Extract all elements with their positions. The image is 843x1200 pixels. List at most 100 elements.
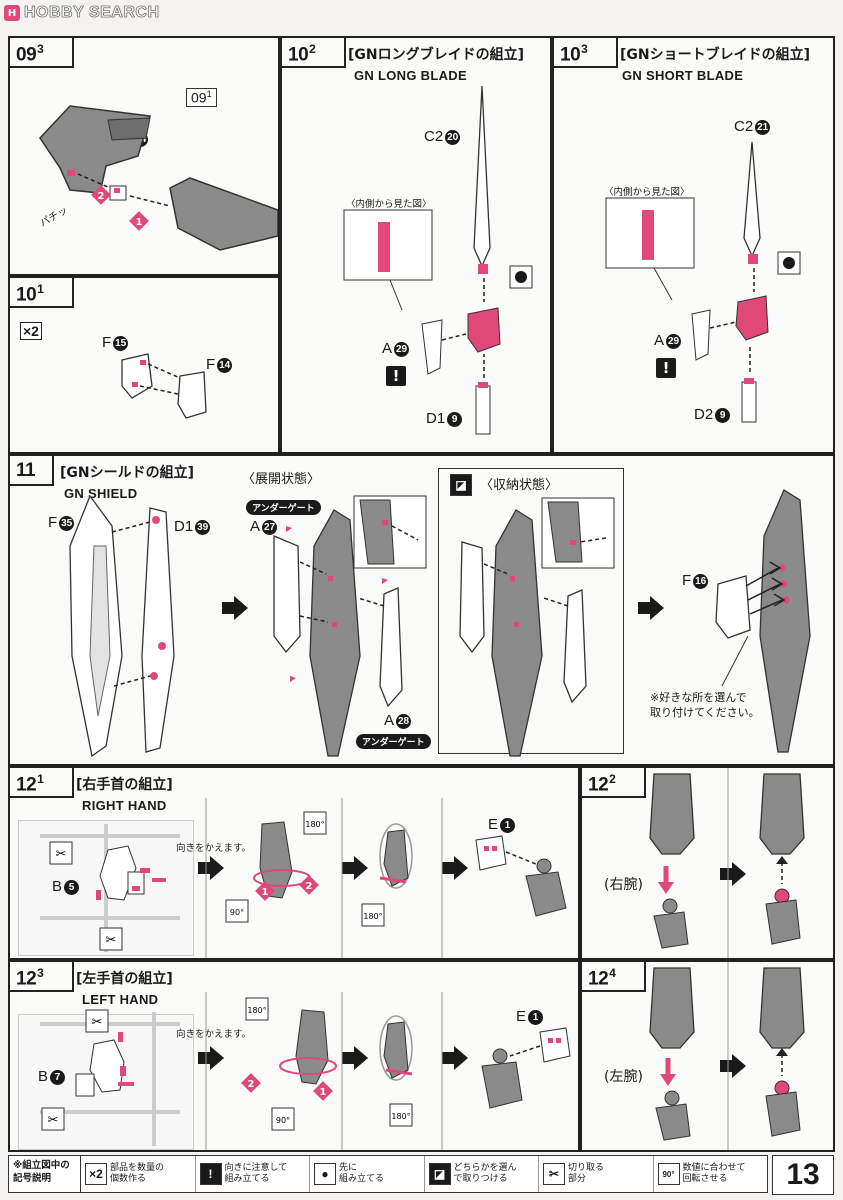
quantity-x2-icon: ×2 (85, 1163, 107, 1185)
svg-text:✂: ✂ (106, 933, 117, 948)
left-hand-drawing: ✂ ✂ 180° 90° 2 1 180° (40, 992, 571, 1150)
step-title-en: LEFT HAND (82, 992, 159, 1007)
next-arrow-icon (198, 856, 224, 880)
next-arrow-icon (222, 596, 248, 620)
undergate-tag: アンダーゲート (356, 734, 431, 749)
left-arm-label: (左腕) (604, 1069, 643, 1085)
svg-text:180°: 180° (391, 1112, 410, 1121)
right-arm-attach-drawing (649, 768, 805, 958)
rotate-180-icon: 180° (305, 820, 324, 829)
reference-box: 091 (186, 88, 217, 107)
left-arm-attach-drawing (649, 962, 805, 1150)
legend-item-text: どちらかを選ん で取りつける (453, 1163, 517, 1184)
step-number: 123 (16, 966, 44, 990)
step-title-jp: [右手首の組立] (76, 777, 173, 793)
joint-parts-drawing (121, 353, 207, 419)
rotate-90-icon: 90° (230, 908, 244, 917)
long-blade-drawing (343, 85, 533, 435)
undergate-tag: アンダーゲート (246, 500, 321, 515)
svg-text:1: 1 (262, 887, 269, 898)
step-09-3-panel: 093 091 F34 パチッ 2 1 (8, 36, 280, 276)
svg-text:✂: ✂ (92, 1015, 103, 1030)
step-title-en: GN LONG BLADE (354, 68, 467, 83)
svg-text:2: 2 (306, 881, 313, 892)
step-number: 093 (16, 42, 44, 66)
svg-text:2: 2 (248, 1079, 255, 1090)
inside-view-note: 〈内側から見た図〉 (346, 199, 432, 210)
turn-note: 向きをかえます。 (176, 843, 252, 854)
next-arrow-icon (198, 1046, 224, 1070)
legend-item-rotate: 90° 数値に合わせて 回転させる (654, 1156, 768, 1192)
step-title-en: GN SHIELD (64, 486, 138, 501)
caution-icon: ! (386, 366, 406, 386)
legend-item-cut: ✂ 切り取る 部分 (539, 1156, 654, 1192)
next-arrow-icon (342, 856, 368, 880)
step-number: 11 (16, 460, 36, 481)
legend-item-text: 部品を数量の 個数作る (110, 1163, 165, 1184)
svg-text:180°: 180° (363, 912, 382, 921)
step-number: 103 (560, 42, 588, 66)
short-blade-drawing (605, 141, 801, 423)
order-badge-2: 2 (98, 191, 105, 202)
step-title-jp: [GNロングブレイドの組立] (348, 47, 525, 63)
svg-text:✂: ✂ (48, 1113, 59, 1128)
next-arrow-icon (720, 1054, 746, 1078)
step-title-jp: [GNショートブレイドの組立] (620, 47, 811, 63)
attach-anywhere-note: ※好きな所を選んで 取り付けてください。 (650, 691, 760, 719)
watermark-text: HOBBY SEARCH (24, 4, 160, 22)
rotate-90-icon: 90° (657, 1163, 680, 1185)
hobby-search-logo-icon: H (4, 5, 20, 21)
order-badge-1: 1 (136, 217, 143, 228)
legend-item-text: 数値に合わせて 回転させる (682, 1163, 746, 1184)
step-title-jp: [左手首の組立] (76, 971, 173, 987)
stored-state-label: 〈収納状態〉 (480, 478, 559, 493)
step-title-en: GN SHORT BLADE (622, 68, 744, 83)
caution-icon: ! (199, 1163, 222, 1185)
watermark: H HOBBY SEARCH (4, 4, 160, 22)
next-arrow-icon (442, 1046, 468, 1070)
step-title-en: RIGHT HAND (82, 798, 167, 813)
choose-one-icon: ◪ (428, 1163, 451, 1185)
page-number: 13 (772, 1155, 834, 1195)
legend-item-text: 切り取る 部分 (568, 1163, 605, 1184)
svg-text:✂: ✂ (56, 847, 67, 862)
symbol-legend: ※組立図中の 記号説明 ×2 部品を数量の 個数作る ! 向きに注意して 組み立… (8, 1155, 768, 1193)
next-arrow-icon (342, 1046, 368, 1070)
rotate-180-icon: 180° (247, 1006, 266, 1015)
caution-icon: ! (656, 358, 676, 378)
legend-item-choose-one: ◪ どちらかを選ん で取りつける (425, 1156, 539, 1192)
step-number: 124 (588, 966, 616, 990)
step-number: 121 (16, 772, 44, 796)
deployed-state-label: 〈展開状態〉 (242, 472, 321, 487)
step-number: 122 (588, 772, 616, 796)
rotate-90-icon: 90° (276, 1116, 290, 1125)
quantity-x2-icon: ×2 (20, 322, 42, 340)
legend-item-text: 先に 組み立てる (339, 1163, 385, 1184)
svg-text:1: 1 (320, 1087, 327, 1098)
inside-view-note: 〈内側から見た図〉 (604, 187, 690, 198)
scissors-icon: ✂ (543, 1163, 565, 1185)
turn-note: 向きをかえます。 (176, 1029, 252, 1040)
next-arrow-icon (720, 862, 746, 886)
right-arm-label: (右腕) (604, 877, 643, 893)
choose-one-icon: ◪ (450, 474, 472, 496)
